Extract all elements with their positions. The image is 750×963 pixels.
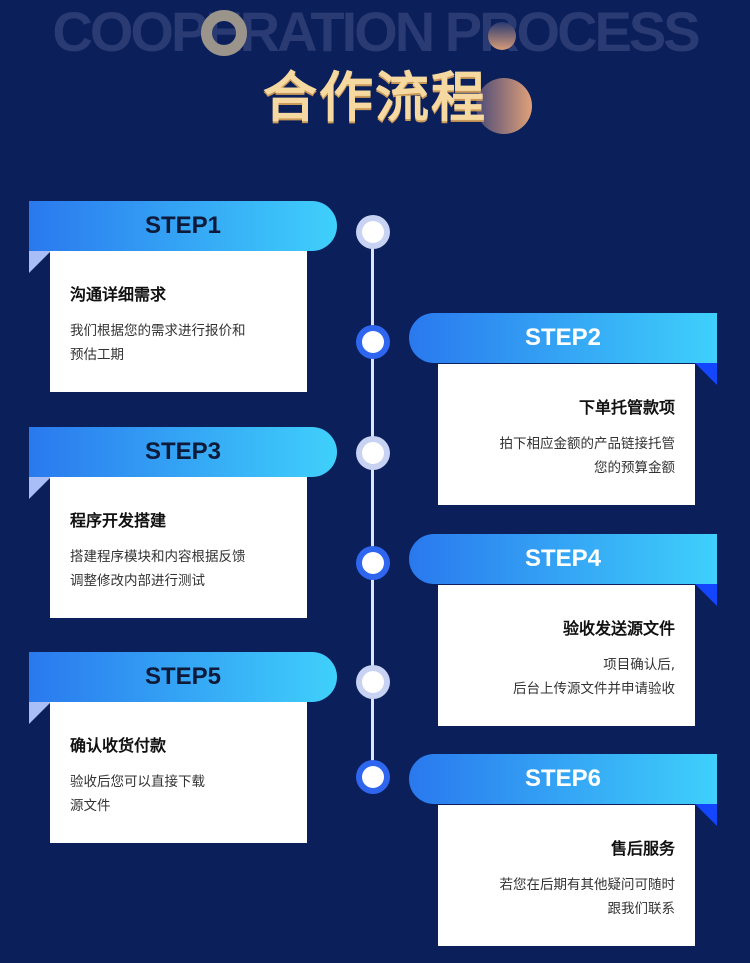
step-card: 程序开发搭建 搭建程序模块和内容根据反馈 调整修改内部进行测试 [50,477,307,618]
step-desc: 跟我们联系 [607,901,676,917]
step-title: 售后服务 [610,839,675,858]
page-title: 合作流程 [263,66,487,129]
step-title: 确认收货付款 [70,736,167,755]
timeline-node [356,215,390,249]
banner-fold [695,363,717,385]
banner-fold [29,477,51,499]
banner-fold [695,804,717,826]
timeline-node [356,325,390,359]
decorative-circle [488,22,516,50]
step-banner: STEP5 [29,652,337,702]
banner-fold [695,584,717,606]
step-desc: 我们根据您的需求进行报价和 [70,323,246,339]
step-desc: 项目确认后, [603,657,675,673]
step-card: 下单托管款项 拍下相应金额的产品链接托管 您的预算金额 [438,364,695,505]
timeline-node [356,436,390,470]
step-banner: STEP4 [409,534,717,584]
step-title: 验收发送源文件 [562,619,675,638]
decorative-circle [476,78,532,134]
timeline-node [356,760,390,794]
step-banner: STEP2 [409,313,717,363]
step-banner: STEP3 [29,427,337,477]
step-card: 售后服务 若您在后期有其他疑问可随时 跟我们联系 [438,805,695,946]
step-desc: 若您在后期有其他疑问可随时 [499,877,676,893]
step-desc: 拍下相应金额的产品链接托管 [499,436,676,452]
step-card: 沟通详细需求 我们根据您的需求进行报价和 预估工期 [50,251,307,392]
step-desc: 后台上传源文件并申请验收 [513,681,675,697]
step-desc: 您的预算金额 [594,460,675,476]
step-desc: 搭建程序模块和内容根据反馈 [70,549,246,565]
timeline-node [356,665,390,699]
banner-fold [29,251,51,273]
step-card: 确认收货付款 验收后您可以直接下载 源文件 [50,702,307,843]
step-title: 程序开发搭建 [70,511,167,530]
decorative-ring [201,10,247,56]
background-watermark-text: COOPERATION PROCESS [52,0,700,63]
timeline-line [371,232,374,777]
step-title: 下单托管款项 [578,398,675,417]
banner-fold [29,702,51,724]
step-card: 验收发送源文件 项目确认后, 后台上传源文件并申请验收 [438,585,695,726]
step-desc: 调整修改内部进行测试 [70,573,205,589]
step-banner: STEP6 [409,754,717,804]
step-desc: 预估工期 [70,347,124,363]
step-banner: STEP1 [29,201,337,251]
step-desc: 验收后您可以直接下载 [70,774,205,790]
timeline-node [356,546,390,580]
step-title: 沟通详细需求 [70,285,167,304]
step-desc: 源文件 [70,798,111,814]
